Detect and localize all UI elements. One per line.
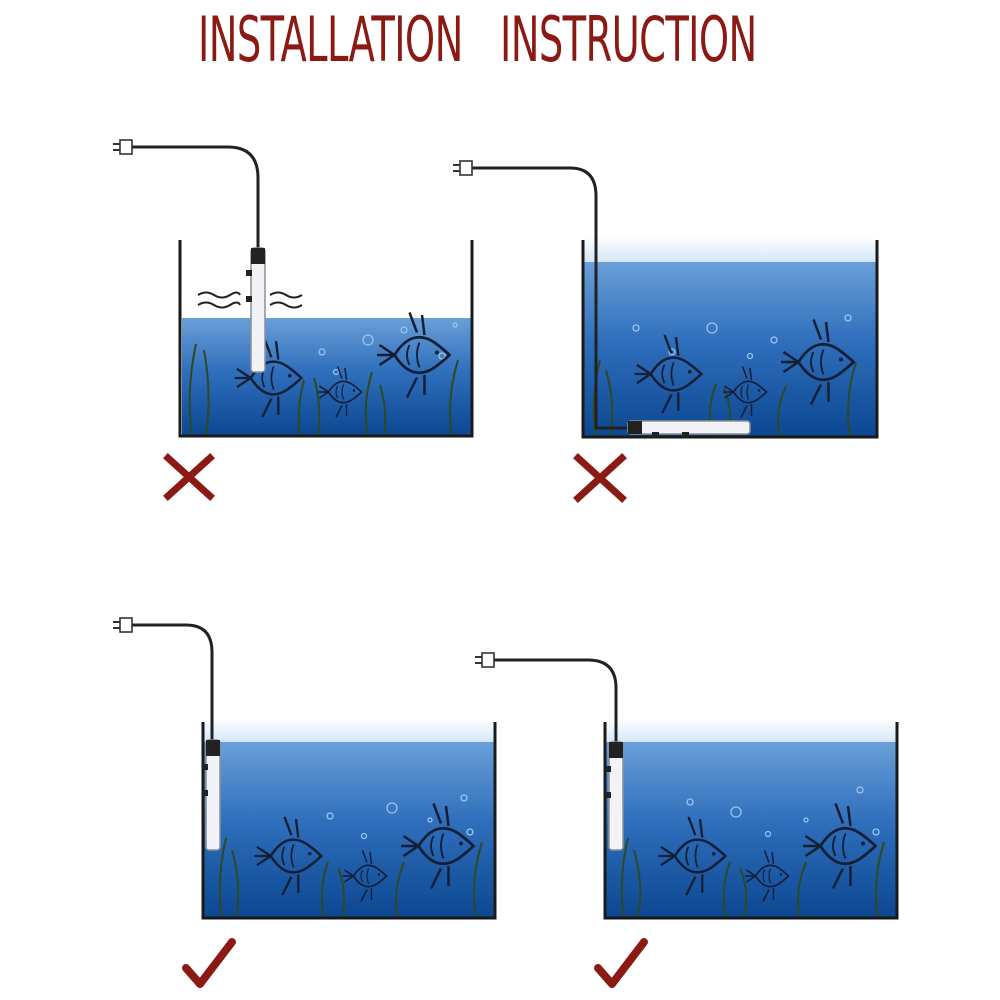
heater: [605, 741, 624, 851]
heater: [246, 247, 266, 373]
water-surface-haze: [606, 718, 896, 746]
check-icon: [594, 938, 648, 988]
tank-outline: [581, 240, 879, 439]
title-instruction: INSTRUCTION: [500, 3, 757, 76]
water: [606, 742, 896, 918]
tank-outline: [603, 722, 899, 920]
panel-heater-fully-submerged-vertical: [112, 617, 497, 988]
water-surface-haze: [204, 718, 494, 746]
plants: [592, 359, 857, 438]
water-surface-haze: [584, 236, 876, 266]
bubbles: [318, 322, 458, 376]
power-plug-icon: [112, 617, 133, 633]
power-cord: [472, 166, 632, 430]
water: [182, 318, 472, 436]
power-plug-icon: [474, 652, 495, 668]
check-icon: [182, 938, 236, 988]
cross-icon: [573, 453, 627, 503]
power-cord: [132, 623, 214, 742]
title-installation: INSTALLATION: [198, 3, 463, 76]
bubbles: [686, 786, 880, 838]
panel-heater-lying-on-bottom: [452, 160, 879, 503]
plants: [188, 343, 459, 437]
panel-heater-above-water: [112, 139, 474, 501]
power-plug-icon: [112, 139, 133, 155]
steam-lines: [197, 291, 303, 309]
tank-outline: [201, 722, 497, 920]
tank-outline: [178, 240, 474, 438]
bubbles: [326, 794, 474, 840]
water: [204, 742, 494, 918]
power-plug-icon: [452, 160, 473, 176]
heater: [627, 420, 751, 437]
bubbles: [632, 314, 852, 360]
power-cord: [494, 658, 618, 744]
panel-heater-fully-submerged-angled: [474, 652, 899, 988]
cross-icon: [163, 453, 215, 501]
plants: [218, 837, 483, 919]
plants: [620, 837, 885, 919]
power-cord: [132, 145, 260, 250]
heater: [202, 739, 221, 851]
